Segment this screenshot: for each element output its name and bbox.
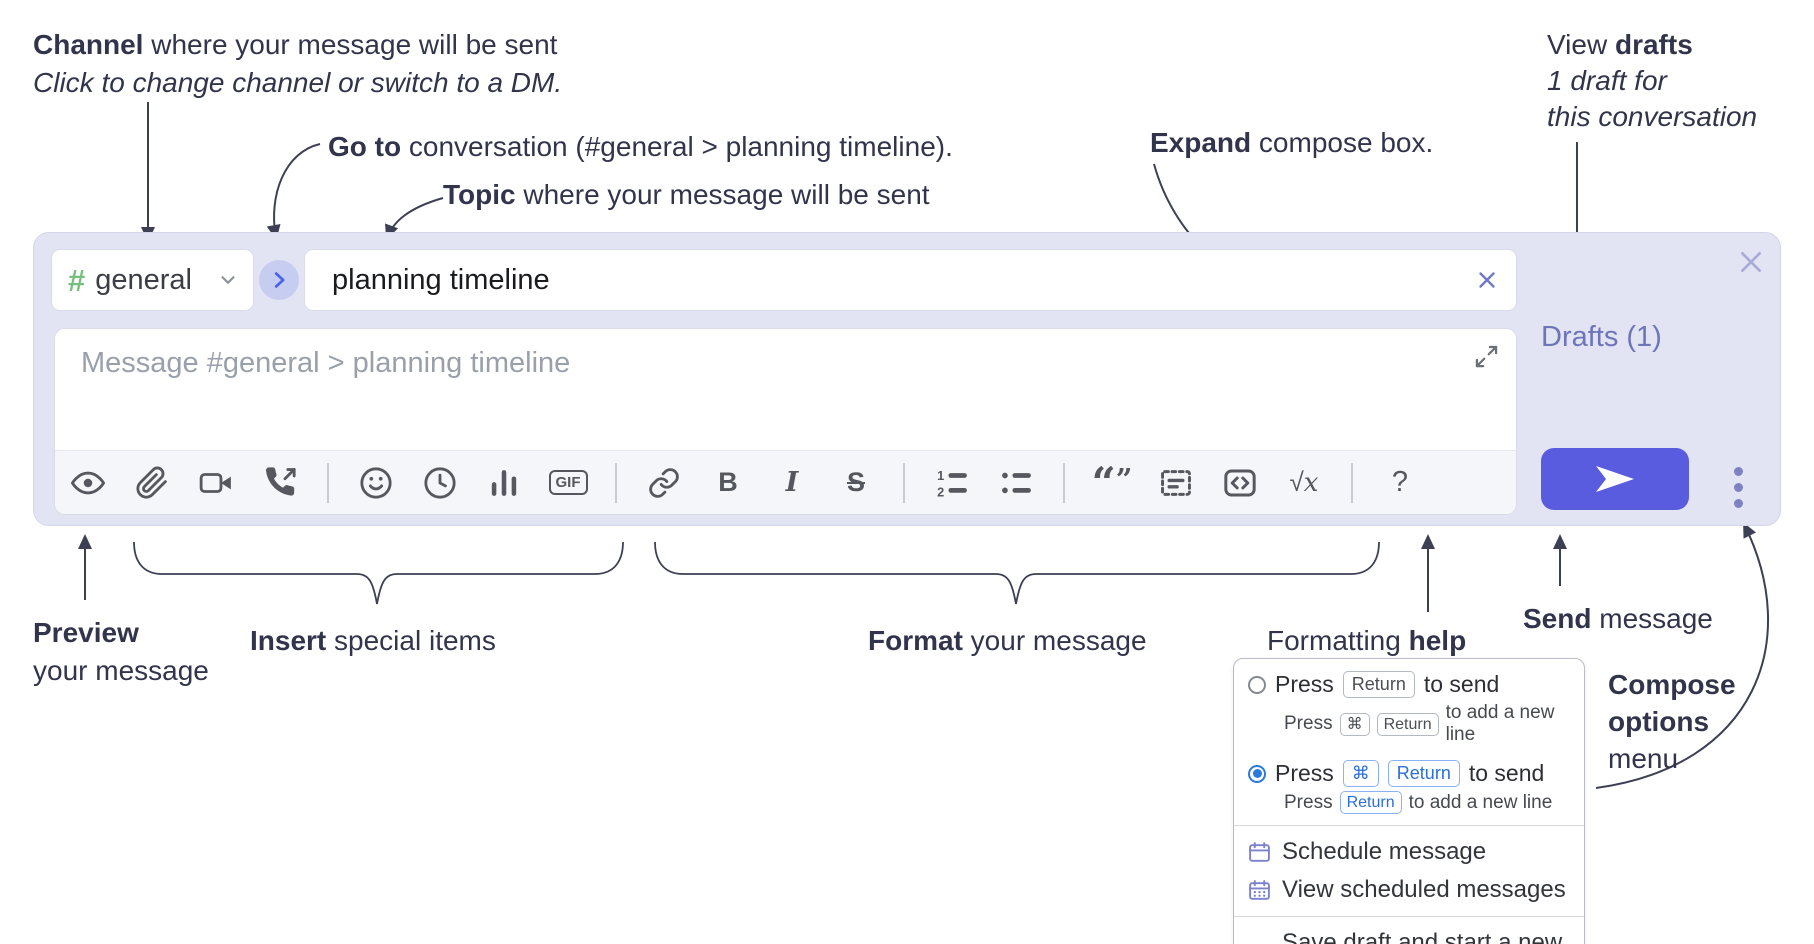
bulleted-list-icon[interactable] <box>999 466 1033 500</box>
svg-text:2: 2 <box>937 484 944 499</box>
calendar-icon <box>1249 841 1270 862</box>
compose-box: # general Drafts (1) <box>33 232 1781 526</box>
formatting-help-note: Formatting help <box>1267 625 1467 656</box>
math-icon[interactable]: √x <box>1289 467 1319 498</box>
chevron-down-icon <box>221 276 235 284</box>
return-key: Return <box>1342 671 1415 698</box>
channel-note: Channel where your message will be sent … <box>33 29 563 98</box>
toolbar-divider <box>1063 462 1065 503</box>
return-key: Return <box>1387 760 1460 787</box>
calendar-dates-icon <box>1249 879 1270 900</box>
code-icon[interactable] <box>1223 466 1257 500</box>
compose-options-menu-icon[interactable] <box>1718 463 1758 511</box>
preview-note: Preview your message <box>33 617 209 686</box>
view-drafts-note: View drafts 1 draft for this conversatio… <box>1547 29 1758 132</box>
expand-note: Expand compose box. <box>1150 127 1434 158</box>
quote-icon[interactable]: “” <box>1091 457 1133 507</box>
message-box: GIF B I S 12 <box>54 328 1517 515</box>
send-note: Send message <box>1523 603 1713 634</box>
toolbar-divider <box>903 462 905 503</box>
send-plane-icon <box>1596 466 1634 492</box>
emoji-icon[interactable] <box>359 466 393 500</box>
chevron-right-icon <box>274 272 285 288</box>
drafts-link[interactable]: Drafts (1) <box>1541 321 1662 353</box>
return-key: Return <box>1376 712 1439 736</box>
view-scheduled-messages-item[interactable]: View scheduled messages <box>1234 871 1584 909</box>
cmd-key: ⌘ <box>1339 712 1370 736</box>
video-call-icon[interactable] <box>199 466 233 500</box>
enter-sends-option[interactable]: Press Return to send <box>1234 669 1584 700</box>
send-button[interactable] <box>1541 448 1689 510</box>
poll-icon[interactable] <box>487 466 521 500</box>
format-note: Format your message <box>868 625 1147 656</box>
svg-text:1: 1 <box>937 468 944 483</box>
preview-icon[interactable] <box>71 466 105 500</box>
return-key: Return <box>1339 791 1402 814</box>
message-input[interactable] <box>55 329 1516 450</box>
topic-input[interactable] <box>305 250 1516 310</box>
time-icon[interactable] <box>423 466 457 500</box>
go-to-conversation-button[interactable] <box>259 260 299 300</box>
toolbar-divider <box>327 462 329 503</box>
channel-hash-icon: # <box>68 262 86 298</box>
voice-call-icon[interactable] <box>263 466 297 500</box>
italic-icon[interactable]: I <box>785 467 799 498</box>
attach-file-icon[interactable] <box>135 466 169 500</box>
cmd-enter-sends-option[interactable]: Press ⌘ Return to send <box>1234 758 1584 789</box>
compose-options-popup: Press Return to send Press ⌘ Return to a… <box>1233 658 1585 944</box>
cmd-enter-sends-subtext: Press Return to add a new line <box>1284 791 1553 814</box>
schedule-message-item[interactable]: Schedule message <box>1234 833 1584 871</box>
topic-note: Topic where your message will be sent <box>443 179 930 210</box>
radio-selected-icon[interactable] <box>1248 764 1266 783</box>
strikethrough-icon[interactable]: S <box>846 467 865 497</box>
spoiler-icon[interactable] <box>1159 466 1193 500</box>
bold-icon[interactable]: B <box>718 467 738 497</box>
channel-name: general <box>95 263 192 296</box>
gif-icon[interactable]: GIF <box>548 466 588 500</box>
topic-input-wrapper <box>304 249 1517 311</box>
radio-unselected-icon[interactable] <box>1248 675 1266 694</box>
enter-sends-subtext: Press ⌘ Return to add a new line <box>1284 702 1555 745</box>
popup-divider <box>1234 916 1584 917</box>
cmd-key: ⌘ <box>1342 760 1379 787</box>
compose-options-note: Compose options menu <box>1608 669 1736 774</box>
channel-selector[interactable]: # general <box>51 249 254 311</box>
go-to-note: Go to conversation (#general > planning … <box>328 131 953 162</box>
save-draft-item[interactable]: Save draft and start a new message <box>1282 929 1563 944</box>
clear-topic-icon[interactable] <box>1474 267 1500 293</box>
toolbar-divider <box>1351 462 1353 503</box>
popup-divider <box>1234 825 1584 826</box>
toolbar-divider <box>615 462 617 503</box>
close-compose-icon[interactable] <box>1735 246 1767 278</box>
help-icon[interactable]: ? <box>1391 466 1409 498</box>
link-icon[interactable] <box>647 466 681 500</box>
expand-compose-icon[interactable] <box>1473 343 1500 370</box>
insert-note: Insert special items <box>250 625 496 656</box>
